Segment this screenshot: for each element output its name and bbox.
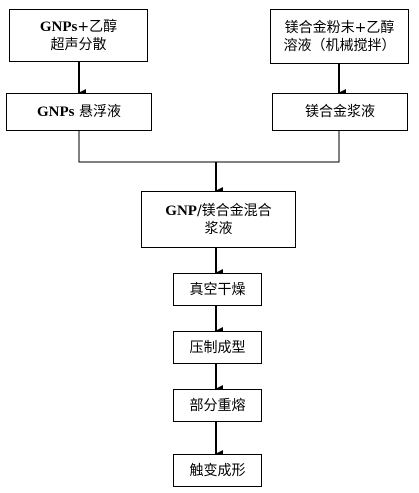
vacuum-dry-box: 真空干燥 [173,273,262,306]
mg-slurry-box: 镁合金浆液 [272,93,408,131]
merge-connector [78,131,340,163]
gnp-ethanol-ultrasonic-box: GNPs+乙醇 超声分散 [9,9,148,62]
press-form-box: 压制成型 [173,331,262,364]
gnp-ethanol-line1: GNPs+乙醇 [39,18,118,35]
mg-alloy-solution-line2: 溶液（机械搅拌） [283,37,396,54]
mg-alloy-solution-line1: 镁合金粉末+乙醇 [284,19,395,36]
gnp-mg-mixed-slurry-box: GNP/镁合金混合 浆液 [141,191,296,248]
gnp-ethanol-line2: 超声分散 [50,36,107,53]
partial-remelt-box: 部分重熔 [173,389,262,422]
thixoforming-box: 触变成形 [173,454,262,487]
mg-alloy-solution-box: 镁合金粉末+乙醇 溶液（机械搅拌） [270,9,409,64]
mixed-slurry-line1: GNP/镁合金混合 [165,202,272,219]
mixed-slurry-line2: 浆液 [204,220,233,237]
gnp-suspension-box: GNPs 悬浮液 [6,93,152,131]
